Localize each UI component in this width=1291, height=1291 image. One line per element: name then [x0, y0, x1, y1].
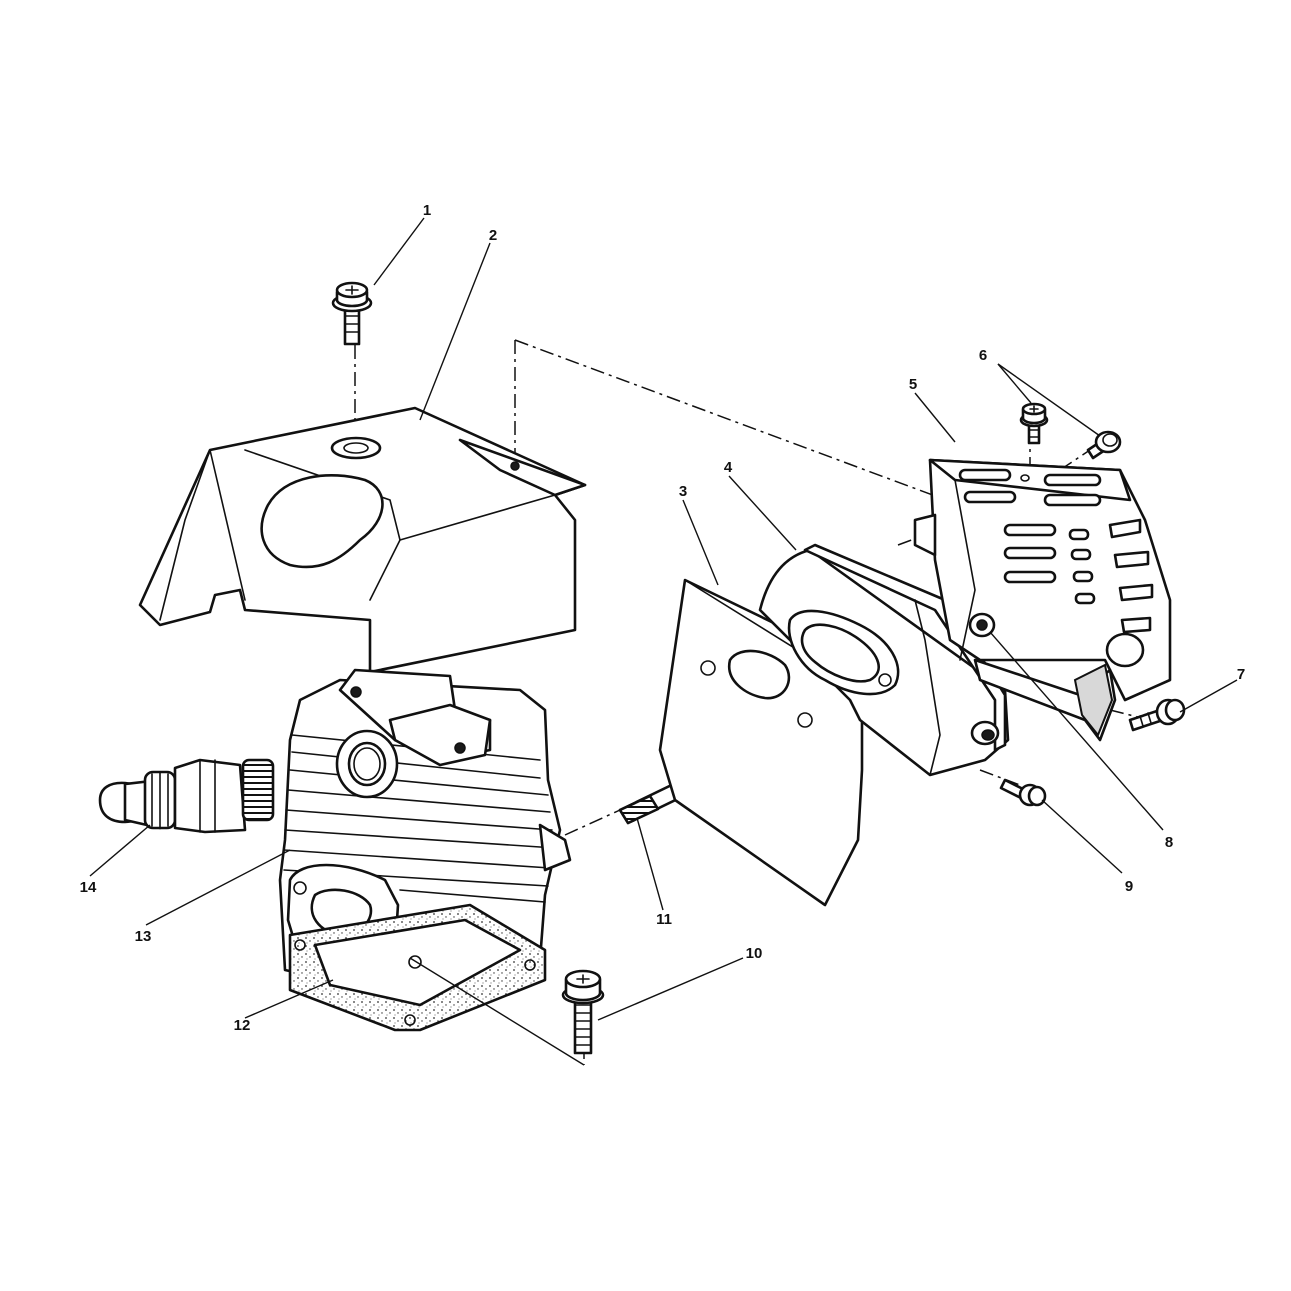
guard-screw-side — [1086, 430, 1122, 460]
callout-10: 10 — [746, 945, 763, 962]
muffler-guard — [913, 458, 1172, 742]
callout-9: 9 — [1125, 878, 1133, 895]
callout-1: 1 — [423, 202, 431, 219]
cylinder-shroud — [138, 406, 587, 674]
callout-13: 13 — [135, 928, 152, 945]
guard-screw-top — [1019, 402, 1049, 445]
leader-lines — [89, 217, 1238, 1066]
guard-side-screw — [1128, 698, 1186, 732]
callout-6: 6 — [979, 347, 987, 364]
callout-12: 12 — [234, 1017, 251, 1034]
callout-7: 7 — [1237, 666, 1245, 683]
callout-4: 4 — [724, 459, 733, 476]
muffler-screw — [999, 778, 1047, 807]
cylinder-bolt — [561, 969, 605, 1055]
callout-14: 14 — [80, 879, 97, 896]
callout-3: 3 — [679, 483, 687, 500]
callout-5: 5 — [909, 376, 917, 393]
shroud-screw — [331, 281, 373, 346]
callout-labels: 1 2 3 4 5 6 7 8 9 10 11 12 13 14 — [80, 202, 1246, 1034]
spark-plug — [98, 758, 275, 834]
callout-8: 8 — [1165, 834, 1173, 851]
callout-2: 2 — [489, 227, 497, 244]
callout-11: 11 — [656, 911, 672, 928]
